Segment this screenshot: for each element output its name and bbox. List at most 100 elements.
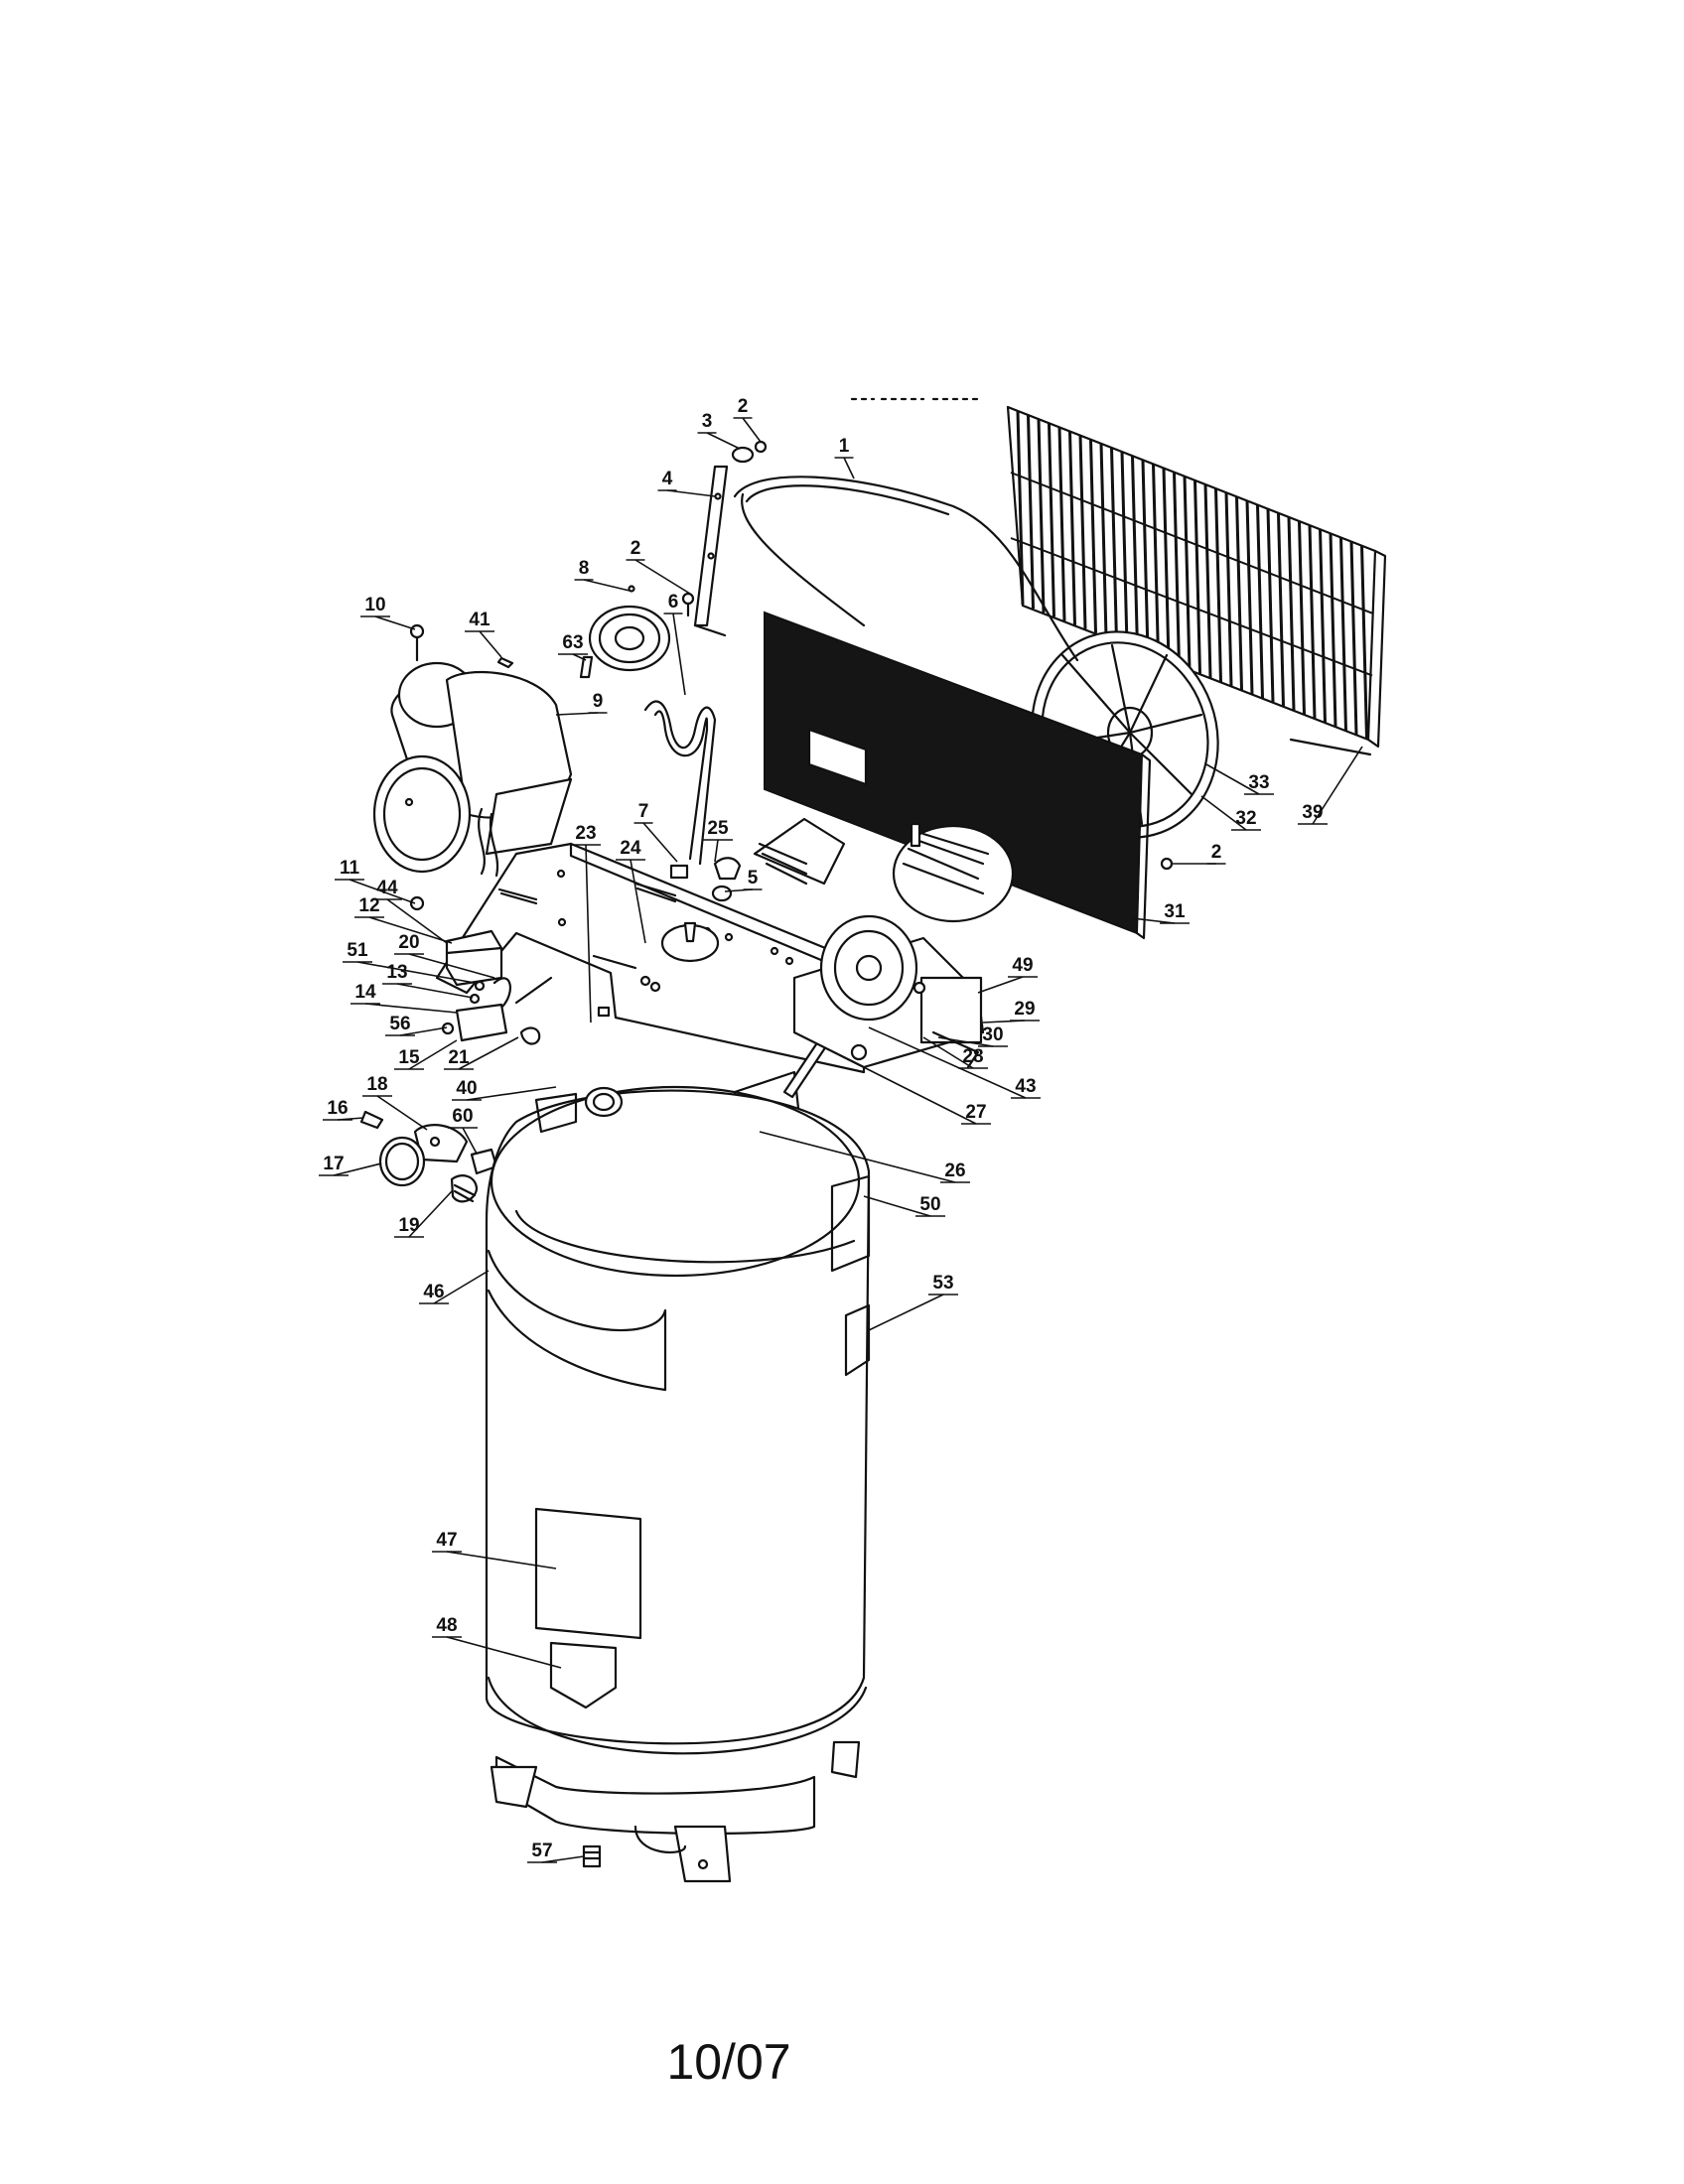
leader-line — [399, 1026, 448, 1036]
callout-number: 10 — [364, 595, 385, 615]
callout-30: 30 — [937, 1024, 1008, 1047]
callout-47: 47 — [432, 1530, 557, 1570]
leader-line — [572, 653, 587, 661]
callout-46: 46 — [419, 1270, 490, 1304]
leader-line — [843, 457, 855, 479]
leader-line — [466, 1086, 557, 1101]
callout-number: 49 — [1012, 955, 1033, 976]
leader-line — [386, 898, 448, 944]
callout-number: 13 — [386, 962, 407, 983]
leader-line — [479, 630, 502, 658]
belt — [733, 476, 1079, 662]
callout-60: 60 — [448, 1106, 478, 1155]
callout-number: 2 — [1211, 842, 1222, 863]
callout-number: 50 — [919, 1194, 940, 1215]
leader-line — [706, 432, 741, 450]
callout-48: 48 — [432, 1615, 562, 1669]
leader-line — [408, 1039, 458, 1070]
leader-line — [863, 1195, 931, 1217]
callout-number: 44 — [376, 878, 398, 898]
leader-line — [446, 1636, 562, 1669]
callout-24: 24 — [616, 838, 646, 944]
leader-line — [583, 579, 631, 592]
callout-12: 12 — [354, 895, 453, 944]
callout-number: 12 — [358, 895, 379, 916]
callout-number: 32 — [1235, 808, 1256, 829]
callout-number: 21 — [448, 1047, 470, 1068]
callout-63: 63 — [558, 632, 588, 661]
callout-5: 5 — [724, 868, 763, 892]
leader-line — [374, 615, 416, 630]
callout-8: 8 — [574, 558, 631, 592]
callout-31: 31 — [1131, 901, 1190, 924]
callout-41: 41 — [465, 610, 502, 658]
callout-number: 40 — [456, 1078, 477, 1099]
leader-line — [634, 559, 691, 595]
callout-number: 11 — [340, 858, 360, 879]
pump — [753, 817, 1015, 1069]
belt-guard-back — [1006, 405, 1387, 756]
callout-15: 15 — [394, 1039, 458, 1070]
leader-line — [642, 822, 678, 863]
callout-13: 13 — [382, 962, 474, 999]
motor — [372, 623, 573, 878]
callout-number: 24 — [620, 838, 641, 859]
leader-line — [666, 489, 716, 497]
callout-number: 26 — [944, 1160, 965, 1181]
callout-number: 14 — [354, 982, 376, 1003]
callout-40: 40 — [452, 1078, 557, 1101]
callout-1: 1 — [834, 436, 855, 479]
callout-26: 26 — [759, 1131, 970, 1183]
callout-27: 27 — [833, 1051, 991, 1125]
callout-number: 39 — [1302, 802, 1323, 823]
motor-pulley — [588, 585, 671, 672]
callout-25: 25 — [703, 818, 733, 863]
leader-line — [922, 1036, 974, 1069]
leader-line — [396, 983, 474, 999]
motor-keys — [496, 655, 594, 679]
callout-50: 50 — [863, 1194, 945, 1217]
washer-and-screws — [681, 440, 1174, 871]
callout-number: 7 — [638, 801, 649, 822]
callout-number: 27 — [965, 1102, 986, 1123]
footer-date-code: 10/07 — [666, 2034, 791, 2090]
leader-line — [714, 839, 719, 863]
leader-line — [349, 879, 416, 904]
outlet-manifold — [359, 1110, 516, 1203]
callout-number: 30 — [982, 1024, 1003, 1045]
callout-23: 23 — [571, 823, 601, 1024]
callout-number: 2 — [631, 538, 641, 559]
callout-2: 2 — [1172, 842, 1226, 865]
callout-20: 20 — [394, 932, 495, 979]
leader-line — [408, 953, 495, 979]
leader-line — [585, 844, 592, 1024]
leader-line — [937, 1036, 994, 1047]
leader-line — [364, 1003, 458, 1014]
callout-49: 49 — [977, 955, 1038, 994]
callout-number: 47 — [436, 1530, 457, 1551]
callout-number: 1 — [839, 436, 850, 457]
leader-line — [368, 916, 453, 944]
leader-line — [977, 976, 1024, 994]
callout-number: 56 — [389, 1014, 410, 1034]
leader-line — [462, 1127, 478, 1155]
fittings — [669, 857, 742, 902]
callout-9: 9 — [555, 691, 608, 716]
callout-number: 4 — [662, 469, 673, 489]
callout-number: 57 — [531, 1841, 552, 1861]
belt-guard-front — [764, 611, 1152, 940]
callout-number: 53 — [932, 1273, 953, 1294]
callout-14: 14 — [351, 982, 458, 1014]
leader-line — [868, 1294, 944, 1331]
callout-number: 29 — [1014, 999, 1035, 1020]
callout-57: 57 — [527, 1841, 585, 1863]
leader-line — [356, 961, 476, 984]
leader-line — [458, 1036, 519, 1070]
pressure-switch — [409, 895, 553, 1045]
leader-line — [376, 1095, 428, 1131]
drain-valve — [582, 1844, 602, 1868]
callout-16: 16 — [323, 1098, 364, 1121]
leader-line — [759, 1131, 956, 1183]
callout-32: 32 — [1200, 795, 1261, 831]
